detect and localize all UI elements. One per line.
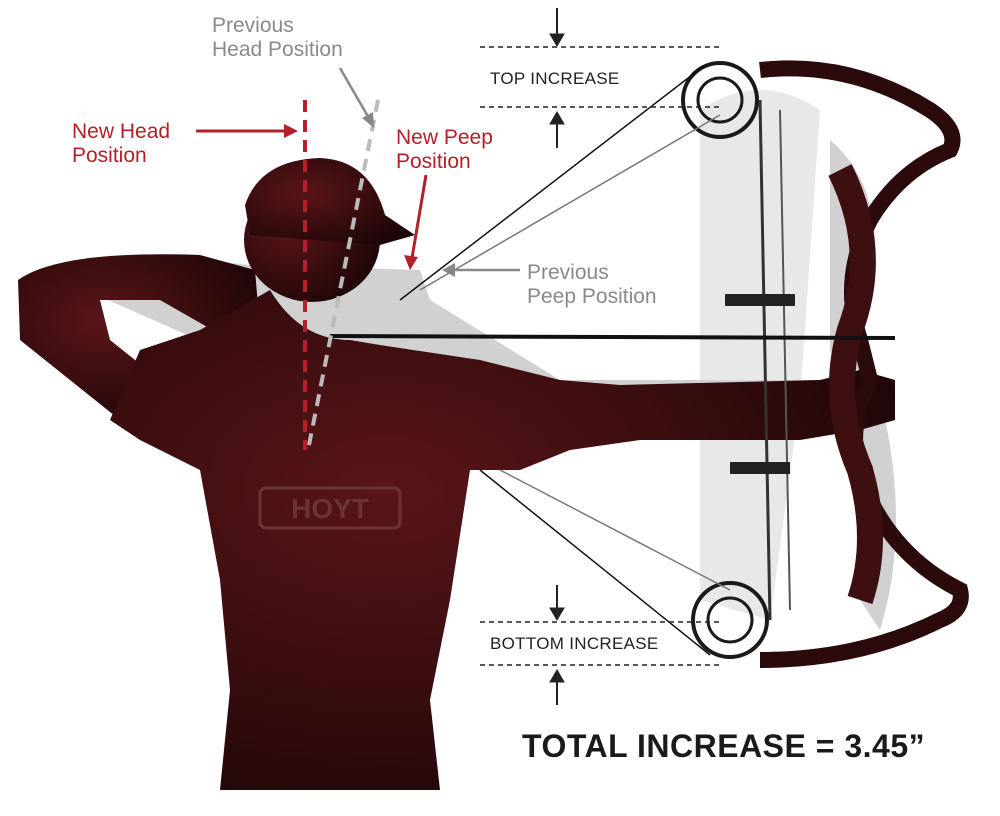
label-line: New Head (72, 120, 171, 143)
annotation-arrows (196, 67, 520, 277)
previous-peep-position-label: Previous Peep Position (527, 261, 657, 309)
label-line: Position (396, 150, 471, 173)
hoyt-logo: HOYT (258, 486, 402, 530)
top-increase-label: TOP INCREASE (490, 69, 620, 88)
label-line: Peep Position (527, 285, 657, 308)
string-lines (399, 64, 731, 656)
label-line: Previous (212, 14, 294, 37)
previous-head-position-label: Previous Head Position (212, 14, 343, 62)
label-line: New Peep (396, 126, 493, 149)
increase-markers (480, 8, 720, 705)
total-increase-label: TOTAL INCREASE = 3.45” (522, 728, 926, 764)
archer-silhouette (18, 158, 895, 790)
compound-bow (329, 60, 969, 668)
label-line: Head Position (212, 38, 343, 61)
label-line: Previous (527, 261, 609, 284)
label-line: Position (72, 144, 147, 167)
svg-text:HOYT: HOYT (291, 493, 369, 524)
new-head-position-label: New Head Position (72, 120, 170, 168)
bottom-increase-label: BOTTOM INCREASE (490, 634, 659, 653)
new-peep-position-label: New Peep Position (396, 126, 493, 174)
